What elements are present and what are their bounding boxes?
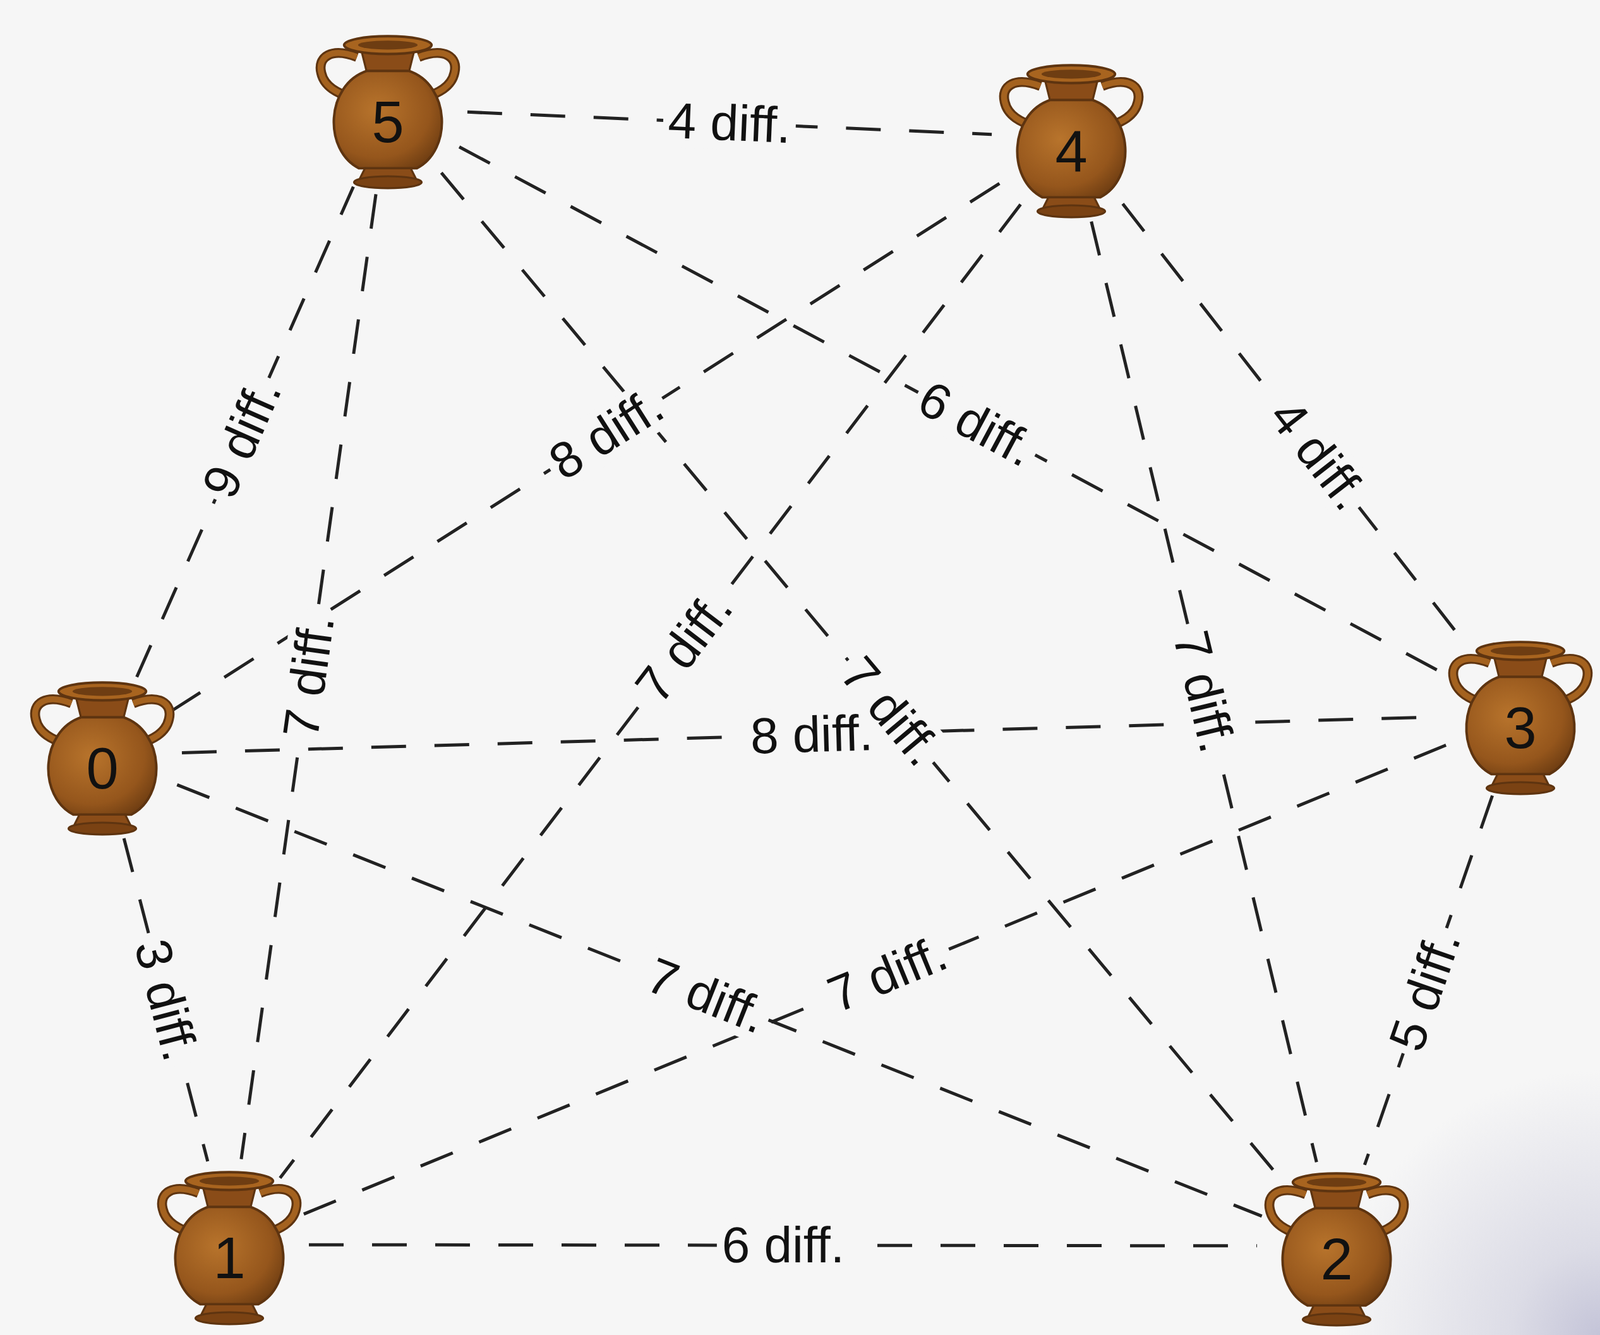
dashed-connector xyxy=(1364,795,1492,1165)
edge-label: 7 diff. xyxy=(1162,620,1246,763)
vase-number: 5 xyxy=(313,92,463,151)
dashed-connector xyxy=(279,204,1021,1179)
dashed-connector xyxy=(303,744,1446,1214)
edge-label: 4 diff. xyxy=(1256,385,1380,524)
edge-label: 7 diff. xyxy=(635,946,779,1045)
edge-label: 5 diff. xyxy=(1378,919,1472,1062)
edge-label: 7 diff. xyxy=(622,577,746,716)
vase-number: 0 xyxy=(27,739,177,798)
dashed-connector xyxy=(1091,221,1318,1163)
edge-label: 3 diff. xyxy=(123,928,208,1071)
vase-node: 0 xyxy=(27,673,177,837)
vase-node: 2 xyxy=(1262,1164,1412,1328)
dashed-connector xyxy=(1122,204,1469,649)
vase-number: 2 xyxy=(1262,1229,1412,1288)
vase-node: 5 xyxy=(313,27,463,191)
edge-label: 8 diff. xyxy=(744,706,879,764)
vase-node: 4 xyxy=(996,56,1146,220)
dashed-connector xyxy=(176,784,1262,1216)
dashed-connector xyxy=(241,193,376,1159)
edge-label: 6 diff. xyxy=(716,1218,849,1272)
vase-node: 3 xyxy=(1445,632,1595,796)
edge-label: 7 diff. xyxy=(272,607,344,746)
vase-number: 3 xyxy=(1445,698,1595,757)
edge-label: 6 diff. xyxy=(905,368,1048,479)
dashed-connector xyxy=(459,146,1450,676)
vase-number: 1 xyxy=(154,1228,304,1287)
edge-label: 4 diff. xyxy=(661,94,798,153)
edge-label: 8 diff. xyxy=(535,375,676,493)
dashed-connector xyxy=(441,172,1284,1182)
dashed-connector xyxy=(123,838,208,1161)
vase-number: 4 xyxy=(996,121,1146,181)
edge-label: 7 diff. xyxy=(816,924,959,1024)
edge-label: 9 diff. xyxy=(191,366,294,510)
vase-node: 1 xyxy=(154,1162,304,1326)
dashed-connector xyxy=(137,186,354,677)
